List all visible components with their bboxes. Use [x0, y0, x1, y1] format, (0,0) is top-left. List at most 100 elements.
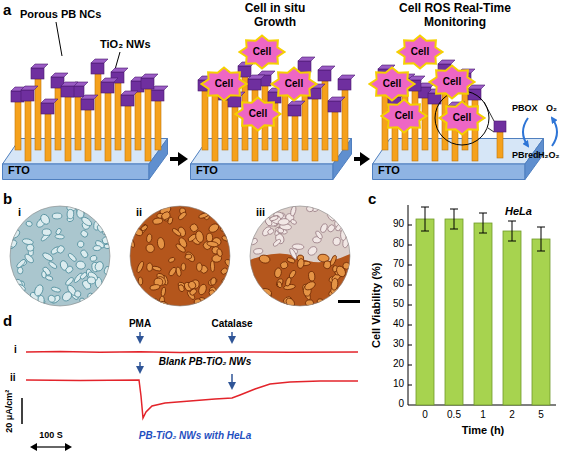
annotation: PBred — [512, 150, 539, 160]
bar-chart — [408, 205, 556, 405]
cell-outline — [176, 267, 182, 277]
annotation: ii — [10, 372, 16, 384]
cell-outline — [87, 277, 96, 284]
cell-outline — [8, 239, 18, 249]
tio2-nanowire — [125, 106, 131, 161]
pb-nanocube — [51, 73, 68, 77]
cell-outline — [93, 245, 101, 251]
cell-outline — [337, 203, 350, 215]
annotation: PB-TiO₂ NWs with HeLa — [139, 430, 252, 442]
cell-outline — [290, 219, 297, 226]
annotation: Blank PB-TiO₂ NWs — [159, 356, 252, 368]
cell-outline — [89, 254, 98, 262]
tio2-nanowire — [432, 104, 438, 161]
tick-label: 70 — [393, 258, 404, 270]
chart-bar — [416, 219, 434, 405]
cell-label: Cell — [285, 78, 303, 90]
cell-outline — [308, 271, 315, 281]
annotation: 20 μA/cm² — [5, 389, 15, 432]
pb-nanocube — [151, 90, 164, 101]
cell-star — [370, 68, 415, 101]
cell-outline — [74, 290, 81, 297]
micrograph-ground — [250, 253, 350, 306]
annotation: iii — [256, 206, 265, 219]
micrograph-ground — [250, 206, 350, 306]
cell-outline — [216, 203, 223, 213]
pb-nanocube — [328, 101, 341, 112]
tio2-nanowire — [322, 81, 328, 150]
annotation: O₂ — [546, 103, 557, 113]
cell-outline — [94, 260, 105, 272]
pb-nanocube — [41, 99, 58, 103]
cell-star — [382, 100, 427, 133]
arrow-head — [178, 152, 188, 166]
cell-outline — [216, 293, 223, 304]
cell-outline — [344, 298, 350, 306]
cell-outline — [41, 271, 46, 278]
cell-burst: Cell — [238, 34, 286, 70]
tick-label: 80 — [393, 238, 404, 250]
slab-face — [3, 164, 150, 180]
cell-outline — [198, 212, 209, 219]
pb-nanocube — [81, 95, 98, 99]
pb-nanocube — [101, 82, 114, 93]
cell-star — [236, 98, 281, 131]
cell-outline — [171, 227, 182, 237]
pb-nanocube — [141, 78, 154, 89]
pb-nanocube — [428, 93, 441, 104]
process-arrow — [354, 152, 370, 166]
cell-outline — [199, 296, 211, 306]
pb-nanocube — [328, 97, 345, 101]
annotation: Time (h) — [462, 424, 505, 437]
cell-outline — [80, 216, 93, 228]
pb-nanocube — [318, 66, 335, 70]
cell-star — [240, 36, 285, 69]
cell-outline — [284, 297, 296, 309]
tio2-nanowire — [55, 88, 61, 150]
tio2-nanowire — [292, 116, 298, 161]
cell-outline — [178, 236, 189, 248]
cell-outline — [207, 241, 219, 248]
cell-outline — [215, 292, 224, 301]
tio2-nanowire — [85, 110, 91, 161]
cell-outline — [210, 261, 214, 272]
cell-star — [430, 66, 475, 99]
cell-label: Cell — [253, 46, 271, 58]
arrow-head — [65, 443, 72, 451]
micrograph-ground — [130, 206, 230, 306]
substrate-label: FTO — [8, 164, 30, 177]
tio2-nanowire — [282, 95, 288, 150]
substrate-label: FTO — [196, 164, 218, 177]
cell-outline — [15, 296, 23, 303]
cell-star — [272, 68, 317, 101]
cell-outline — [334, 222, 343, 232]
pb-nanocube — [101, 78, 118, 82]
tick-label: 1 — [480, 409, 486, 421]
chart-bar — [532, 239, 550, 405]
cell-outline — [316, 298, 325, 306]
injection-arrow — [231, 374, 233, 388]
substrate-label: FTO — [378, 164, 400, 177]
annotation: Cell in situ Growth — [229, 2, 321, 30]
chart-bar — [474, 223, 492, 405]
tio2-nanowire — [15, 102, 21, 150]
cell-outline — [214, 295, 222, 303]
panel-letter: d — [3, 312, 12, 329]
tio2-nanowire — [332, 112, 338, 161]
annotation: Cell ROS Real-Time Monitoring — [380, 2, 530, 30]
pb-nanocube — [91, 63, 104, 74]
cell-outline — [181, 263, 186, 270]
cell-outline — [333, 237, 341, 245]
micrograph-rim — [130, 206, 230, 306]
cell-outline — [286, 257, 295, 264]
cell-outline — [248, 300, 261, 310]
cell-outline — [184, 250, 196, 263]
pb-nanocube — [21, 90, 34, 101]
cell-outline — [7, 291, 21, 304]
pb-nanocube — [298, 61, 311, 72]
tio2-nanowire — [202, 91, 208, 150]
tio2-nanowire — [155, 101, 161, 150]
annotation: PMA — [129, 318, 151, 330]
tick-label: 10 — [393, 378, 404, 390]
